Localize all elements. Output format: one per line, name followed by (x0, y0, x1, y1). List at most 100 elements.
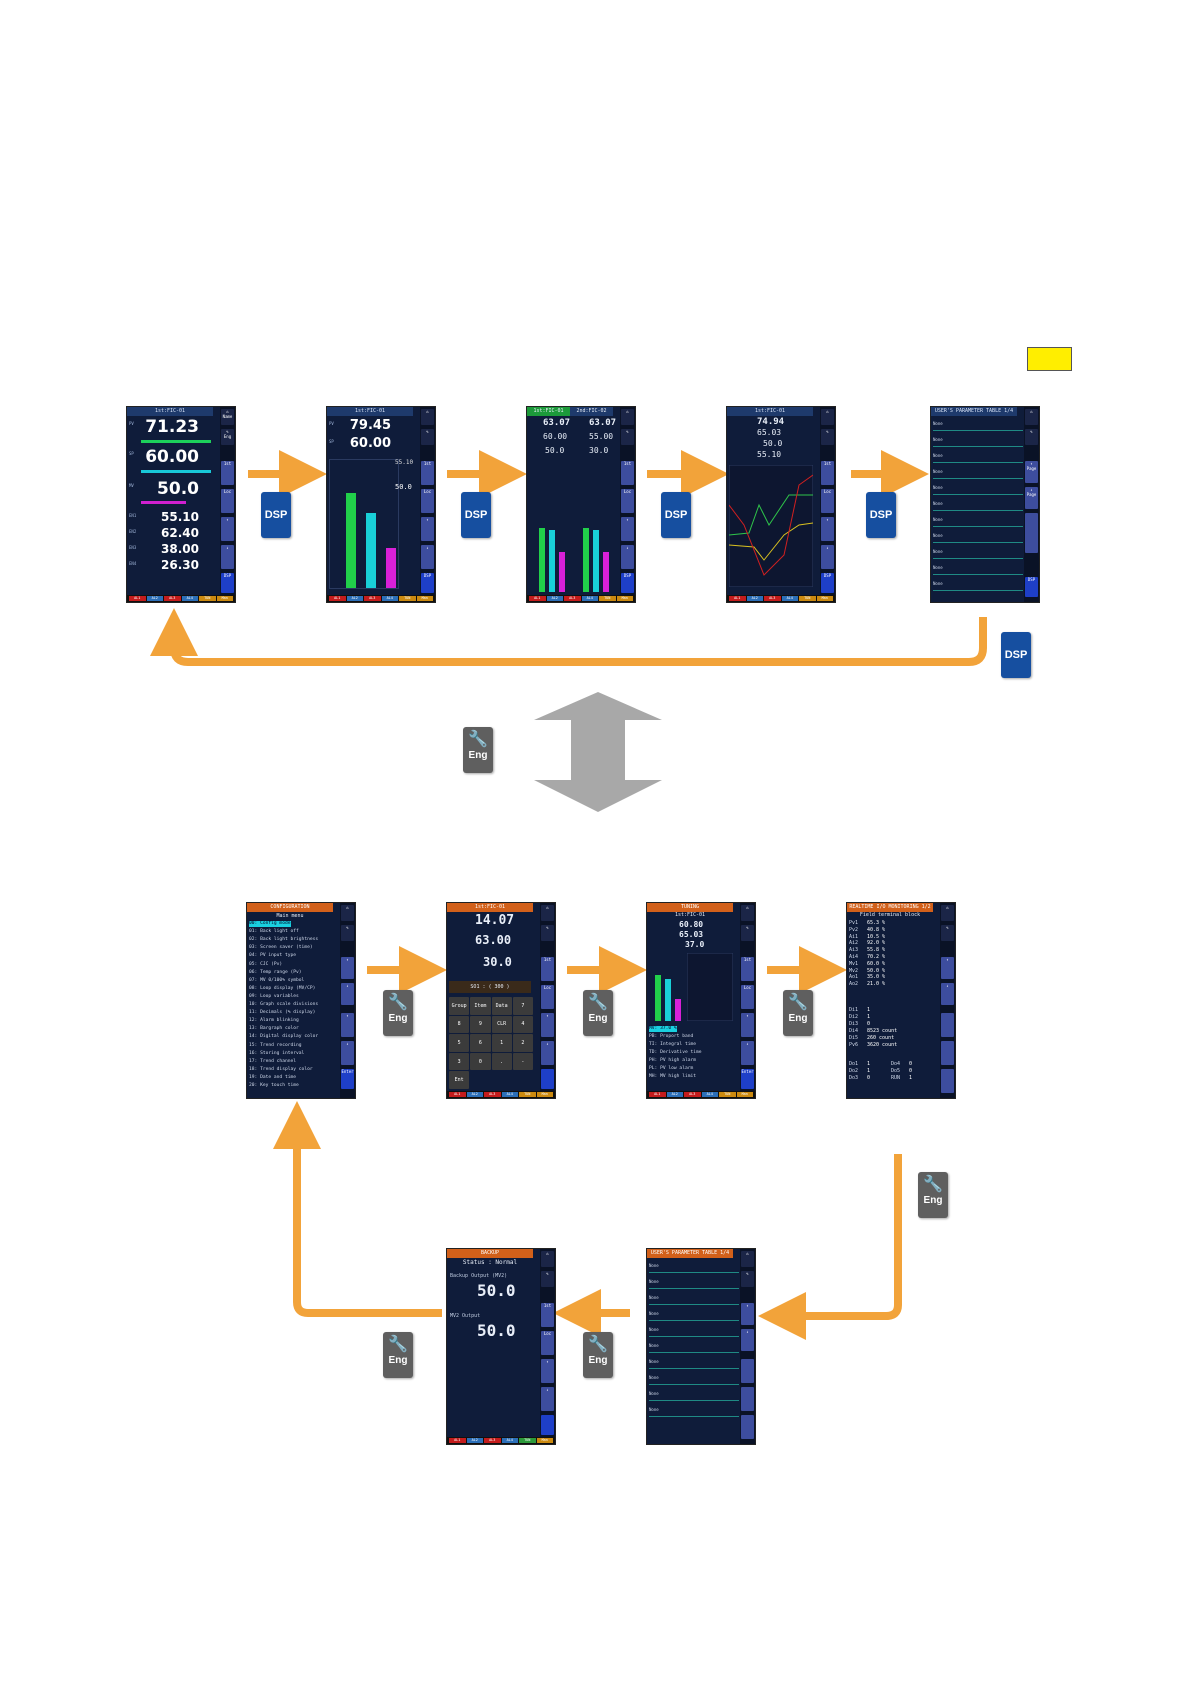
menu-item[interactable]: 01: Back light off (249, 929, 299, 935)
name-button[interactable]: ⌂ (541, 905, 554, 921)
page-down-button[interactable]: ↓ (741, 1329, 754, 1351)
eng-button[interactable]: ✎ (1025, 429, 1038, 445)
down-button[interactable]: ↓ (621, 545, 634, 569)
eng-button[interactable]: ✎ (541, 1271, 554, 1287)
entry-field[interactable]: SO1 : ( 300 ) (449, 981, 531, 993)
menu-item[interactable]: 05: CJC (Pv) (249, 961, 283, 967)
menu-item[interactable]: 02: Back light brightness (249, 937, 319, 943)
parameter-row[interactable]: None (649, 1407, 659, 1412)
eng-button[interactable]: ✎ (741, 925, 754, 941)
blank-button[interactable] (941, 1069, 954, 1093)
menu-item[interactable]: 15: Trend recording (249, 1042, 302, 1048)
keypad-key[interactable]: 5 (449, 1034, 470, 1052)
name-button[interactable]: ⌂Name (221, 409, 234, 425)
down-button[interactable]: ↓ (341, 1041, 354, 1065)
parameter-row[interactable]: None (649, 1327, 659, 1332)
blank-blue-button[interactable] (541, 1069, 554, 1089)
menu-item[interactable]: 14: Digital display color (249, 1034, 319, 1040)
parameter-row[interactable]: None (649, 1359, 659, 1364)
down-button[interactable]: ↓ (741, 1041, 754, 1065)
page-up-button[interactable]: ↑Page (1025, 461, 1038, 483)
keypad-key[interactable]: 0 (470, 1052, 491, 1071)
name-button[interactable]: ⌂ (341, 905, 354, 921)
loc-button[interactable]: Loc (741, 985, 754, 1009)
ist-button[interactable]: 1st (421, 461, 434, 485)
menu-item[interactable]: 08: Loop display (MV/CP) (249, 985, 316, 991)
up-button[interactable]: ↑ (621, 517, 634, 541)
blank-button[interactable] (741, 1387, 754, 1411)
parameter-row[interactable]: None (649, 1311, 659, 1316)
parameter-row[interactable]: None (649, 1279, 659, 1284)
name-button[interactable]: ⌂ (621, 409, 634, 425)
menu-item[interactable]: 13: Bargraph color (249, 1026, 299, 1032)
ist-button[interactable]: 1st (541, 1303, 554, 1327)
blank-blue-button[interactable] (541, 1415, 554, 1435)
parameter-row[interactable]: None (933, 565, 943, 570)
tuning-param[interactable]: PB: Proport band (649, 1034, 694, 1039)
page-up-button[interactable]: ↑ (741, 1303, 754, 1325)
keypad-key[interactable]: 9 (470, 1015, 491, 1034)
parameter-row[interactable]: None (649, 1263, 659, 1268)
keypad-key[interactable]: CLR (491, 1015, 512, 1034)
keypad-key[interactable]: Data (491, 997, 512, 1015)
keypad-key[interactable]: . (491, 1052, 512, 1071)
page-up-button[interactable]: ↑ (341, 957, 354, 979)
loc-button[interactable]: Loc (621, 489, 634, 513)
enter-button[interactable]: Enter (741, 1069, 754, 1089)
down-button[interactable]: ↓ (421, 545, 434, 569)
up-button[interactable]: ↑ (221, 517, 234, 541)
parameter-row[interactable]: None (933, 437, 943, 442)
tuning-param[interactable]: PL: PV low alarm (649, 1066, 694, 1071)
eng-button[interactable]: ✎ (941, 925, 954, 941)
dsp-button[interactable]: DSP (621, 573, 634, 593)
parameter-row[interactable]: None (933, 517, 943, 522)
down-button[interactable]: ↓ (541, 1041, 554, 1065)
down-button[interactable]: ↓ (821, 545, 834, 569)
enter-button[interactable]: Enter (341, 1069, 354, 1089)
eng-button[interactable]: ✎ (341, 925, 354, 941)
up-button[interactable]: ↑ (741, 1013, 754, 1037)
menu-item[interactable]: 11: Decimals (% display) (249, 1010, 316, 1016)
parameter-row[interactable]: None (649, 1343, 659, 1348)
blank-button[interactable] (741, 1415, 754, 1439)
parameter-row[interactable]: None (933, 421, 943, 426)
up-button[interactable]: ↑ (421, 517, 434, 541)
dsp-button[interactable]: DSP (1025, 577, 1038, 597)
parameter-row[interactable]: None (933, 533, 943, 538)
eng-button[interactable]: ✎ (621, 429, 634, 445)
loc-button[interactable]: Loc (541, 1331, 554, 1355)
menu-item[interactable]: 03: Screen saver (time) (249, 945, 313, 951)
blank-button[interactable] (941, 1013, 954, 1037)
keypad-key[interactable]: 6 (470, 1034, 491, 1052)
menu-item[interactable]: 17: Trend channel (249, 1058, 297, 1064)
tuning-param[interactable]: MH: MV high limit (649, 1074, 697, 1079)
menu-item[interactable]: 07: MV 0/100% symbol (249, 977, 305, 983)
keypad-key[interactable]: 4 (512, 1015, 533, 1034)
menu-item[interactable]: 06: Temp range (Pv) (249, 969, 302, 975)
tuning-param[interactable]: MV: 37.0 % (649, 1026, 677, 1032)
down-button[interactable]: ↓ (221, 545, 234, 569)
menu-item[interactable]: 04: PV input type (249, 953, 297, 959)
keypad-key[interactable]: 7 (512, 997, 533, 1015)
ist-button[interactable]: 1st (221, 461, 234, 485)
page-down-button[interactable]: ↓Page (1025, 487, 1038, 509)
ist-button[interactable]: 1st (741, 957, 754, 981)
loc-button[interactable]: Loc (541, 985, 554, 1009)
loc-button[interactable]: Loc (221, 489, 234, 513)
parameter-row[interactable]: None (933, 485, 943, 490)
page-down-button[interactable]: ↓ (341, 983, 354, 1005)
menu-item[interactable]: 12: Alarm blinking (249, 1018, 299, 1024)
name-button[interactable]: ⌂ (1025, 409, 1038, 425)
keypad-key[interactable]: 3 (449, 1052, 470, 1071)
up-button[interactable]: ↑ (341, 1013, 354, 1037)
down-button[interactable]: ↓ (541, 1387, 554, 1411)
name-button[interactable]: ⌂ (821, 409, 834, 425)
parameter-row[interactable]: None (933, 453, 943, 458)
ist-button[interactable]: 1st (621, 461, 634, 485)
menu-item[interactable]: 10: Graph scale divisions (249, 1002, 319, 1007)
parameter-row[interactable]: None (649, 1375, 659, 1380)
name-button[interactable]: ⌂ (941, 905, 954, 921)
tuning-param[interactable]: TI: Integral time (649, 1042, 697, 1047)
dsp-button[interactable]: DSP (221, 573, 234, 593)
menu-item[interactable]: 00: Config mode (249, 921, 291, 927)
